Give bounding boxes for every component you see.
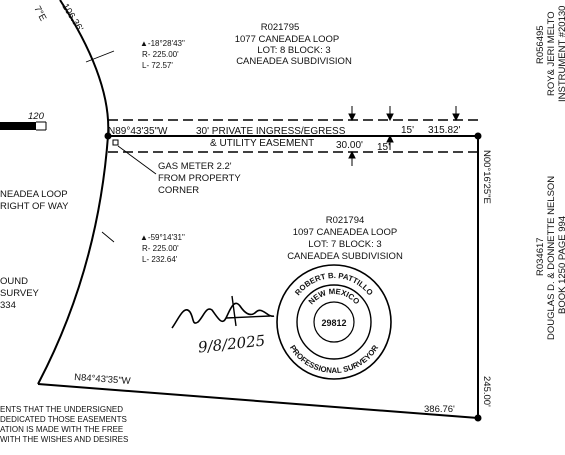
subject-parcel-lot: LOT: 7 BLOCK: 3 [308, 239, 381, 250]
east-upper-parcel-label: R056495 ROY& JERI MELTO INSTRUMENT #2013… [535, 6, 565, 102]
leader-lines [85, 50, 157, 243]
east-line-distance: 245.00' [481, 376, 492, 407]
seal-number: 29812 [321, 318, 346, 328]
corner-marker-se [474, 414, 482, 422]
easement-dimension-arrows [348, 106, 460, 166]
scale-number: 120 [28, 111, 45, 122]
certificate-line2: DEDICATED THOSE EASEMENTS [0, 415, 127, 424]
certificate-text: ENTS THAT THE UNDERSIGNED DEDICATED THOS… [0, 405, 128, 444]
east-lower-owners: DOUGLAS D. & DONNETTE NELSON [546, 176, 557, 340]
south-line-bearing: N84°43'35"W [74, 372, 131, 387]
subject-parcel-address: 1097 CANEADEA LOOP [293, 227, 398, 238]
certificate-line1: ENTS THAT THE UNDERSIGNED [0, 405, 123, 414]
subject-curve-radius: R- 225.00' [142, 244, 179, 253]
road-name: NEADEA LOOP [0, 189, 68, 200]
corner-marker-nw [104, 132, 112, 140]
signature-date: 9/8/2025 [197, 332, 266, 357]
easement-line2: & UTILITY EASEMENT [210, 138, 314, 149]
gas-meter-symbol [112, 139, 119, 146]
east-lower-id: R034617 [535, 237, 546, 276]
north-curve-radius: R- 225.00' [142, 50, 179, 59]
road-right-of-way: RIGHT OF WAY [0, 201, 69, 212]
north-parcel-label: R021795 1077 CANEADEA LOOP LOT: 8 BLOCK:… [235, 22, 352, 67]
east-lower-parcel-label: R034617 DOUGLAS D. & DONNETTE NELSON BOO… [535, 176, 565, 340]
north-curve-delta: ▲-18°28'43" [140, 39, 185, 48]
gas-meter-note: GAS METER 2.2' FROM PROPERTY CORNER [158, 161, 241, 196]
signature-flourish [225, 295, 271, 327]
north-parcel-lot: LOT: 8 BLOCK: 3 [257, 45, 330, 56]
east-line-bearing: N00°16'25"E [481, 150, 492, 204]
east-upper-id: R056495 [535, 25, 546, 64]
north-parcel-subdivision: CANEADEA SUBDIVISION [236, 56, 352, 67]
easement-offset-top: 15' [401, 125, 414, 136]
easement-line1: 30' PRIVATE INGRESS/EGRESS [196, 126, 346, 137]
gas-meter-line3: CORNER [158, 185, 199, 196]
certificate-line3: ATION IS MADE WITH THE FREE [0, 425, 123, 434]
bound-survey-line1: OUND [0, 276, 28, 287]
north-curve-data: ▲-18°28'43" R- 225.00' L- 72.57' [140, 39, 185, 70]
north-parcel-address: 1077 CANEADEA LOOP [235, 34, 340, 45]
south-property-line [37, 383, 479, 419]
east-upper-instrument: INSTRUMENT #20130 [557, 6, 565, 102]
subject-parcel-id: R021794 [326, 215, 365, 226]
north-line-bearing: N89°43'35"W [108, 126, 168, 137]
subject-curve-length: L- 232.64' [142, 255, 178, 264]
gas-meter-line1: GAS METER 2.2' [158, 161, 232, 172]
west-curve-boundary [37, 0, 110, 385]
east-lower-book: BOOK 1250 PAGE 994 [557, 216, 565, 314]
certificate-line4: WITH THE WISHES AND DESIRES [0, 435, 128, 444]
scale-bar: 120 [0, 111, 47, 131]
top-left-distance: 106.36' [59, 2, 85, 34]
subject-curve-delta: ▲-59°14'31" [140, 233, 185, 242]
gas-meter-line2: FROM PROPERTY [158, 173, 241, 184]
north-parcel-id: R021795 [261, 22, 300, 33]
top-left-corner-bearing: 7°E [31, 4, 48, 23]
bound-survey-line3: 334 [0, 300, 16, 311]
corner-marker-ne [474, 132, 482, 140]
east-upper-owners: ROY& JERI MELTO [546, 11, 557, 96]
surveyor-seal: ROBERT B. PATTILLO NEW MEXICO 29812 PROF… [276, 264, 392, 380]
subject-parcel-label: R021794 1097 CANEADEA LOOP LOT: 7 BLOCK:… [287, 215, 403, 262]
north-curve-length: L- 72.57' [142, 61, 173, 70]
subject-curve-data: ▲-59°14'31" R- 225.00' L- 232.64' [140, 233, 185, 264]
signature-mark [171, 302, 275, 329]
bound-survey-line2: SURVEY [0, 288, 40, 299]
easement-width: 30.00' [336, 140, 363, 151]
subject-parcel-subdivision: CANEADEA SUBDIVISION [287, 251, 403, 262]
south-line-distance: 386.76' [424, 404, 455, 415]
easement-offset-bottom: 15' [377, 142, 390, 153]
north-line-distance: 315.82' [428, 125, 461, 136]
